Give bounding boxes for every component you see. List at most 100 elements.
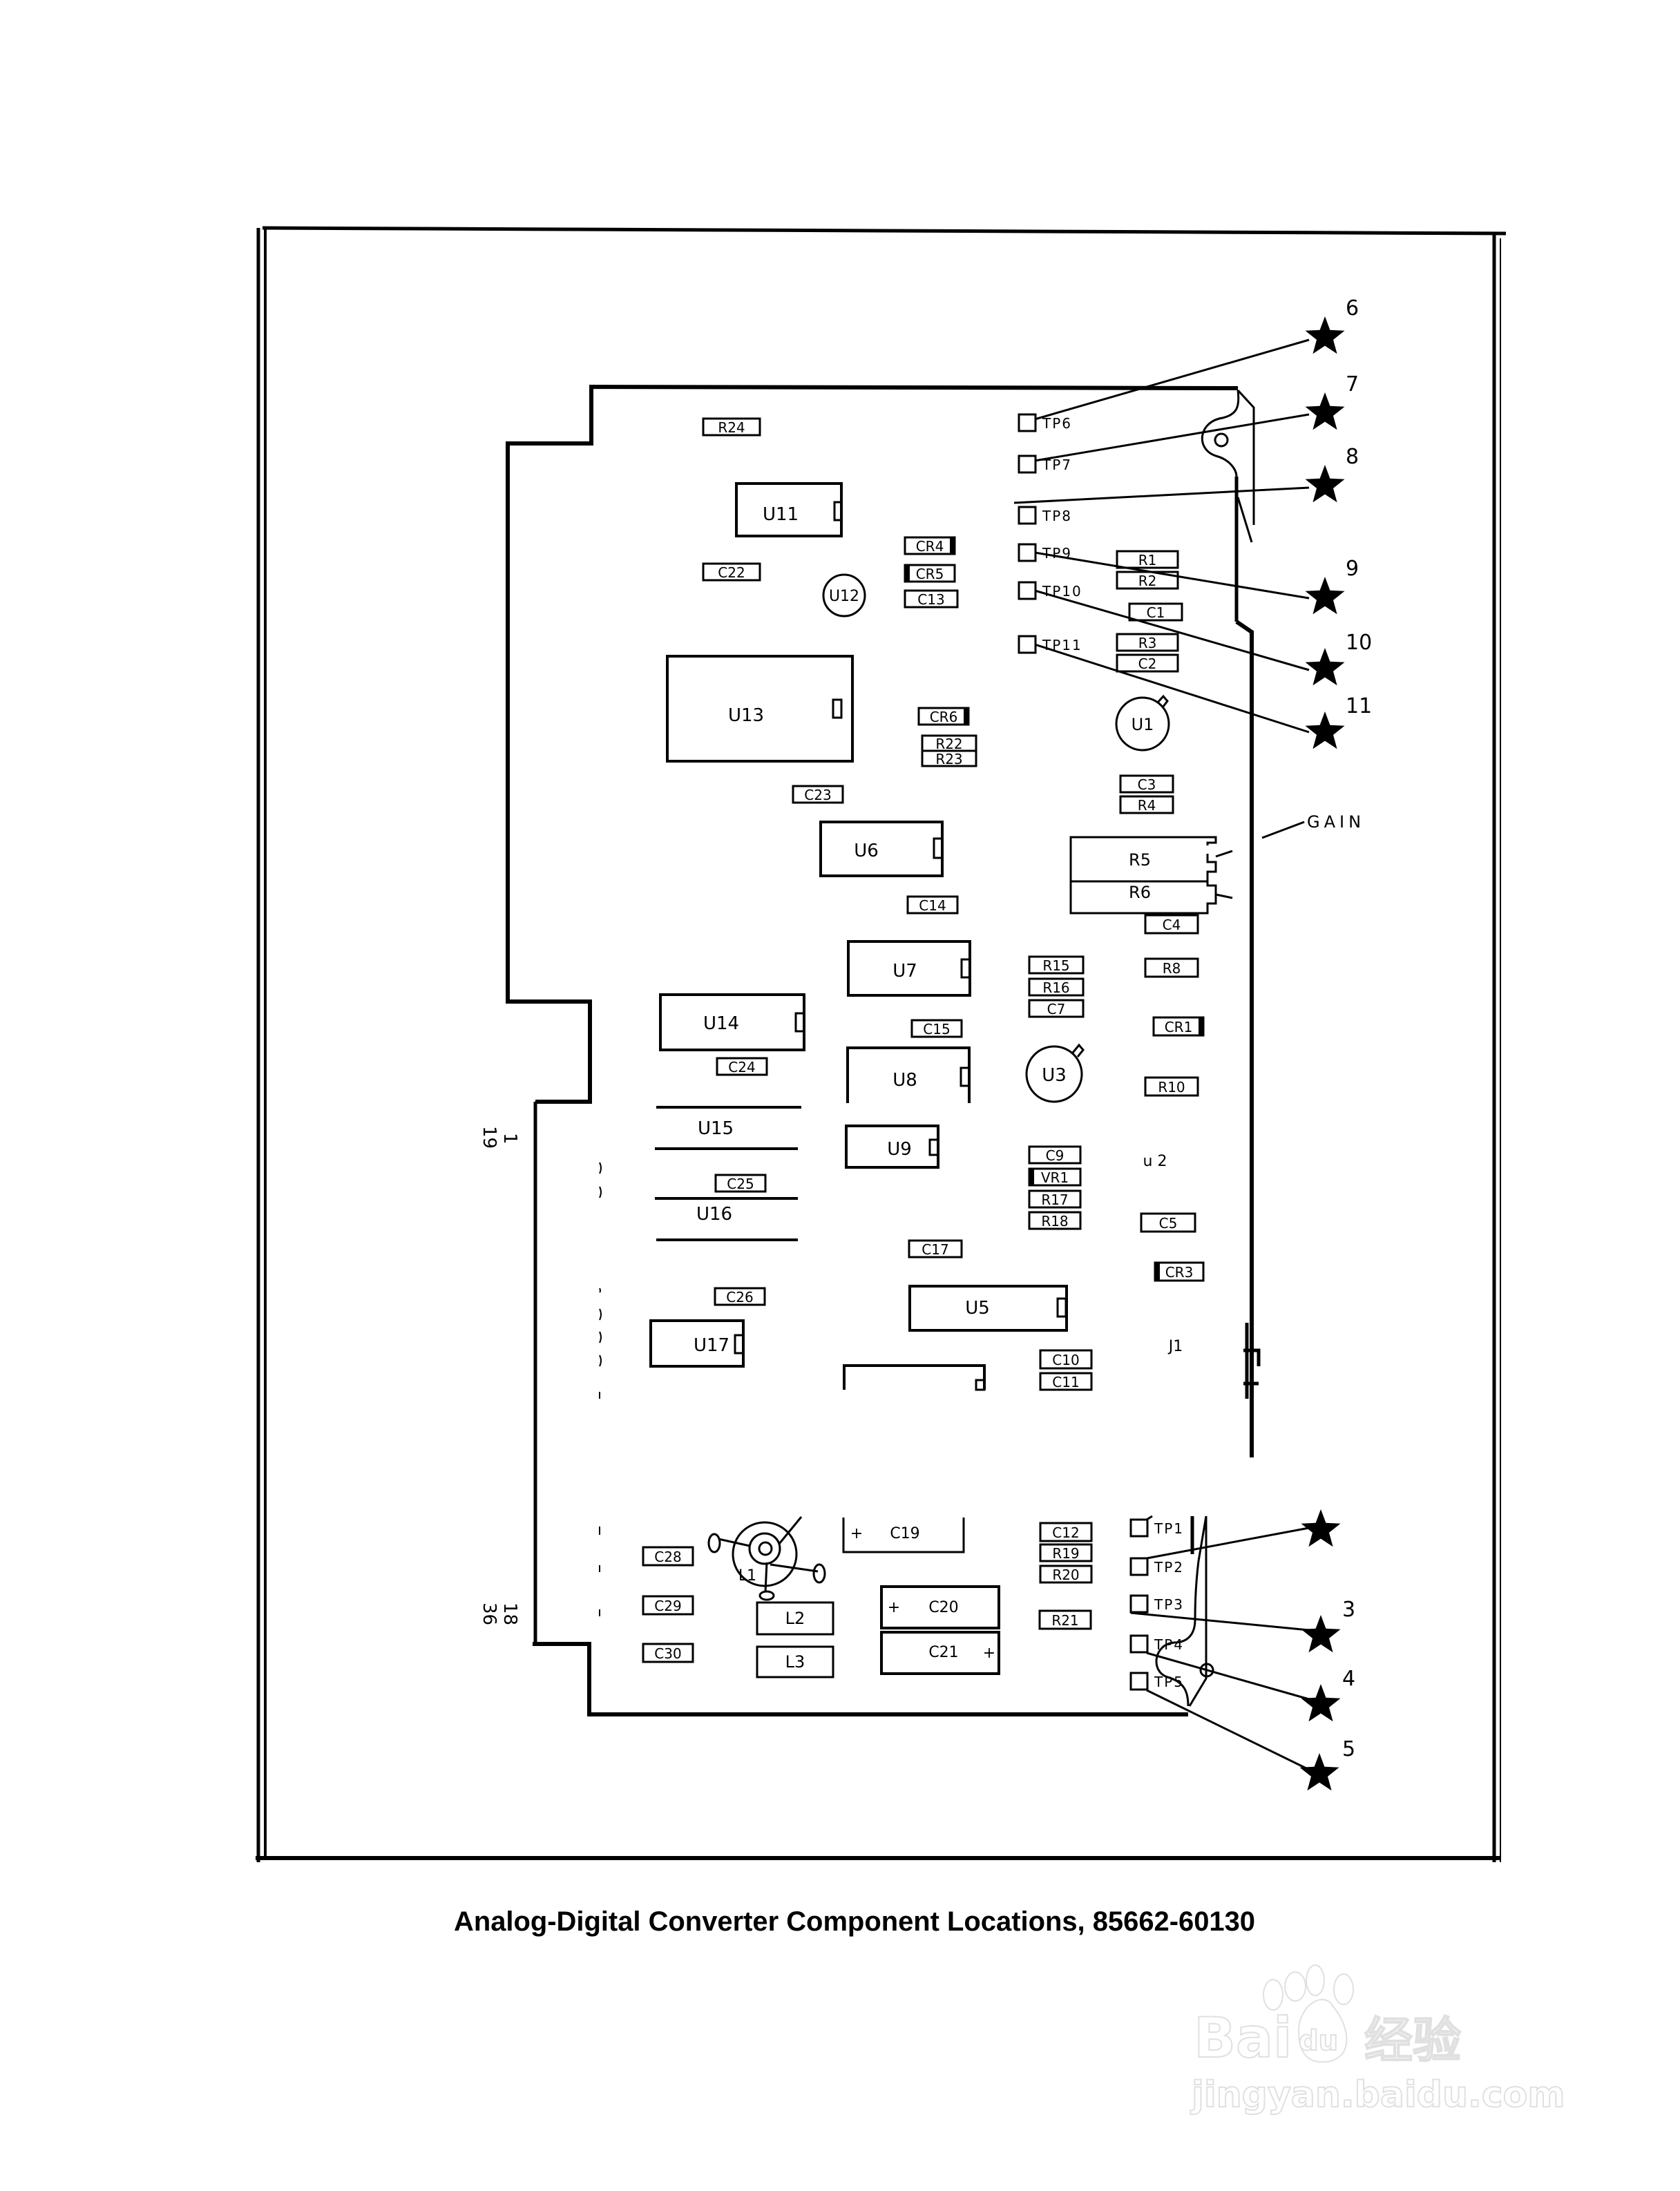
- leader-line: [1034, 643, 1310, 734]
- component-label: R17: [1041, 1192, 1068, 1208]
- ic-u11[interactable]: U11: [735, 482, 843, 537]
- component-c5[interactable]: C5: [1140, 1212, 1196, 1233]
- component-r24[interactable]: R24: [702, 417, 761, 437]
- test-point-pad[interactable]: [1018, 543, 1037, 562]
- component-label: VR1: [1041, 1169, 1069, 1186]
- component-c7[interactable]: C7: [1028, 999, 1085, 1018]
- component-r18[interactable]: R18: [1028, 1211, 1082, 1230]
- component-r1[interactable]: R1: [1116, 550, 1179, 569]
- polarity-plus: +: [983, 1645, 995, 1662]
- test-point-pad[interactable]: [1018, 635, 1037, 654]
- component-cr1[interactable]: CR1: [1152, 1016, 1205, 1037]
- component-r3[interactable]: R3: [1116, 633, 1179, 652]
- gain-label: GAIN: [1307, 812, 1365, 832]
- component-c17[interactable]: C17: [908, 1239, 963, 1259]
- component-c11[interactable]: C11: [1039, 1372, 1093, 1391]
- component-r20[interactable]: R20: [1039, 1565, 1093, 1584]
- component-c2[interactable]: C2: [1116, 653, 1179, 673]
- component-c24[interactable]: C24: [716, 1057, 768, 1076]
- ic-u10-partial[interactable]: [843, 1364, 986, 1391]
- capacitor-c21[interactable]: C21 +: [880, 1631, 1000, 1675]
- test-point-tp1[interactable]: TP1: [1129, 1509, 1341, 1547]
- ic-label: U13: [728, 705, 764, 726]
- component-c9[interactable]: C9: [1028, 1145, 1082, 1165]
- component-cr5[interactable]: CR5: [904, 564, 956, 583]
- component-c22[interactable]: C22: [702, 562, 761, 582]
- component-label: C13: [917, 591, 944, 608]
- ic-u5[interactable]: U5: [908, 1285, 1068, 1332]
- component-r10[interactable]: R10: [1144, 1076, 1199, 1097]
- star-number: 9: [1346, 557, 1359, 581]
- ic-u3[interactable]: U3: [1025, 1043, 1085, 1103]
- component-l2[interactable]: L2: [756, 1601, 834, 1636]
- test-point-pad[interactable]: [1129, 1557, 1149, 1576]
- ic-u2[interactable]: u 2: [1143, 1153, 1167, 1170]
- ic-u13[interactable]: U13: [666, 655, 854, 763]
- component-c25[interactable]: C25: [714, 1174, 767, 1193]
- ic-label: u 2: [1143, 1153, 1167, 1170]
- test-point-pad[interactable]: [1129, 1518, 1149, 1538]
- component-c12[interactable]: C12: [1039, 1522, 1093, 1542]
- component-r16[interactable]: R16: [1028, 977, 1085, 997]
- component-r15[interactable]: R15: [1028, 955, 1085, 975]
- component-r17[interactable]: R17: [1028, 1189, 1082, 1209]
- component-c28[interactable]: C28: [642, 1546, 694, 1567]
- component-c4[interactable]: C4: [1144, 914, 1199, 935]
- component-r19[interactable]: R19: [1039, 1543, 1093, 1562]
- trimmer-r5[interactable]: R5: [1069, 836, 1233, 883]
- component-r8[interactable]: R8: [1144, 957, 1199, 978]
- ic-u16[interactable]: U16: [655, 1197, 798, 1241]
- ic-u1[interactable]: U1: [1115, 694, 1170, 752]
- component-c30[interactable]: C30: [642, 1643, 694, 1663]
- test-point-pad[interactable]: [1018, 455, 1037, 474]
- component-c13[interactable]: C13: [904, 589, 959, 609]
- capacitor-c20[interactable]: + C20: [880, 1585, 1000, 1629]
- test-point-tp2[interactable]: TP2: [1129, 1527, 1310, 1576]
- component-c14[interactable]: C14: [906, 895, 959, 915]
- component-r23[interactable]: R23: [921, 749, 977, 767]
- test-point-pad[interactable]: [1018, 581, 1037, 600]
- component-c26[interactable]: C26: [714, 1287, 766, 1306]
- component-c29[interactable]: C29: [642, 1595, 694, 1616]
- ic-u15[interactable]: U15: [655, 1106, 801, 1150]
- capacitor-c19[interactable]: + C19: [842, 1518, 965, 1553]
- ic-u8[interactable]: U8: [846, 1046, 971, 1103]
- ic-u6[interactable]: U6: [819, 821, 944, 877]
- ic-u14[interactable]: U14: [659, 993, 805, 1051]
- component-cr4[interactable]: CR4: [904, 536, 956, 555]
- component-c3[interactable]: C3: [1119, 774, 1174, 794]
- component-r22[interactable]: R22: [921, 734, 977, 752]
- inductor-l1[interactable]: L1: [707, 1516, 826, 1601]
- test-point-pad[interactable]: [1129, 1594, 1149, 1614]
- test-point-pad[interactable]: [1018, 506, 1037, 525]
- ic-u7[interactable]: U7: [847, 940, 971, 997]
- test-point-pad[interactable]: [1129, 1672, 1149, 1691]
- star-number: 3: [1342, 1598, 1355, 1622]
- connector-j1[interactable]: J1: [1167, 1338, 1183, 1355]
- test-point-pad[interactable]: [1018, 413, 1037, 432]
- component-cr3[interactable]: CR3: [1154, 1261, 1205, 1282]
- component-r21[interactable]: R21: [1038, 1609, 1092, 1630]
- component-c23[interactable]: C23: [792, 785, 844, 804]
- component-c10[interactable]: C10: [1039, 1349, 1093, 1370]
- component-vr1[interactable]: VR1: [1028, 1167, 1082, 1187]
- component-cr6[interactable]: CR6: [917, 707, 970, 726]
- component-c15[interactable]: C15: [910, 1019, 963, 1038]
- component-r4[interactable]: R4: [1119, 795, 1174, 814]
- test-point-pad[interactable]: [1129, 1634, 1149, 1654]
- trimmer-r6[interactable]: R6: [1069, 881, 1233, 915]
- component-c1[interactable]: C1: [1128, 602, 1183, 622]
- ic-u12[interactable]: U12: [822, 573, 866, 618]
- ic-u9[interactable]: U9: [845, 1125, 939, 1169]
- ic-u17[interactable]: U17: [649, 1319, 745, 1368]
- component-l3[interactable]: L3: [756, 1645, 834, 1678]
